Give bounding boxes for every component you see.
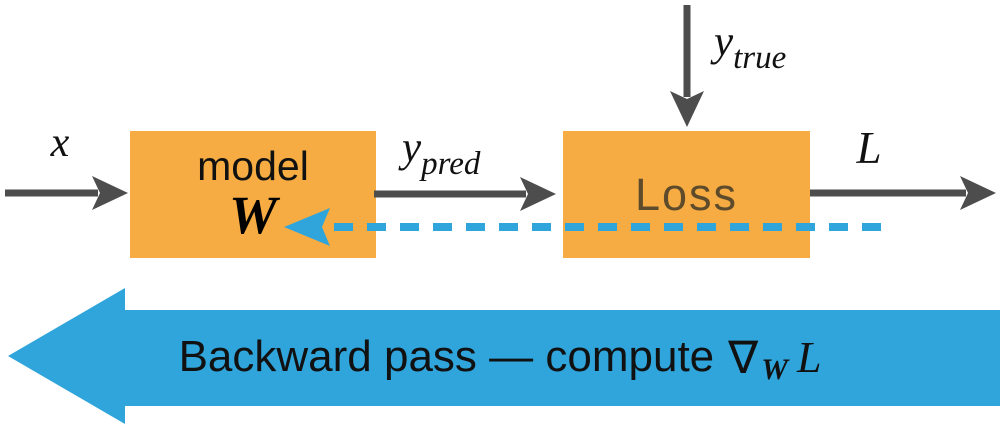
ypred-label-subscript: pred [421,146,481,182]
loss-output-label: L [856,123,882,173]
ytrue-label: ytrue [714,18,786,75]
loss-box-content: Loss [563,131,810,258]
loss-box-title: Loss [634,168,739,220]
ytrue-arrow [670,5,704,127]
ypred-label: ypred [402,124,480,181]
loss-output-arrowhead-icon [960,176,996,210]
backward-pass-text: Backward pass — compute [178,332,715,381]
loss-box [563,131,810,258]
ypred-arrowhead-icon [520,177,556,211]
model-box-content: model W [130,131,376,258]
ypred-label-base: y [402,124,422,171]
input-arrow [5,176,128,210]
nabla-argument: L [796,332,822,382]
input-label: x [50,120,70,166]
nabla-subscript: W [761,353,788,386]
loss-output-arrow [810,176,996,210]
nabla-icon: ∇ [728,330,759,384]
ytrue-arrowhead-icon [670,91,704,127]
ytrue-label-base: y [714,18,734,65]
ytrue-label-subscript: true [733,40,787,76]
model-box-title: model [197,143,309,189]
weights-label: W [228,185,277,245]
backward-pass-label: Backward pass — compute ∇ W L [0,308,1000,406]
model-box [130,131,376,258]
ypred-arrow [374,177,556,211]
input-arrowhead-icon [92,176,128,210]
